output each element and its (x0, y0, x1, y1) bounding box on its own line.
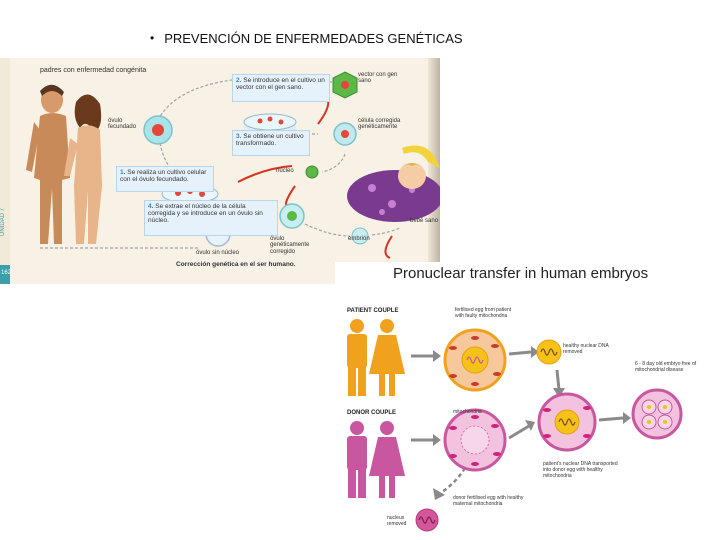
arrow-nucleus-to-donor-egg (555, 369, 561, 391)
healthy-baby-label: bebé sano (410, 218, 439, 224)
step3-box: 3. Se obtiene un cultivo transformado. (232, 130, 310, 156)
arrow-egg-to-culture (157, 79, 233, 121)
step2-number: 2. (236, 77, 242, 84)
nucleus-label: núcleo (276, 168, 294, 174)
removed-nucleus (415, 508, 439, 532)
red-arrow-2 (285, 185, 296, 208)
page-sidebar (0, 58, 10, 284)
genetic-correction-figure: UNIDAD 7 162 (0, 58, 440, 284)
healthy-nucleus (536, 339, 562, 365)
embryo (631, 388, 683, 440)
book-gutter (428, 58, 440, 284)
donor-couple-icon (347, 421, 405, 498)
patient-couple-label: PATIENT COUPLE (347, 308, 399, 314)
patient-egg-label: fertilised egg from patient with faulty … (455, 307, 512, 319)
title-text: PREVENCIÓN DE ENFERMEDADES GENÉTICAS (164, 30, 463, 46)
donor-egg-label: donor fertilised egg with healthy matern… (453, 495, 524, 507)
patient-egg (443, 328, 507, 392)
fertilized-egg-nucleus (152, 124, 164, 136)
nucleus-removed-label: nucleus removed (387, 515, 407, 527)
embryo-label-right: 6 - 8 day old embryo free of mitochondri… (635, 361, 697, 373)
arrow-donor-egg-to-transfer (508, 424, 530, 440)
red-arrow-3 (317, 99, 330, 125)
corrected-cell-label: célula corregida genéticamente (358, 118, 401, 131)
dashed-arrow-nucleus-removed (438, 467, 467, 496)
fertilized-egg-label: óvulo fecundado (108, 118, 137, 131)
pronuclear-transfer-figure: Pronuclear transfer in human embryos (335, 262, 720, 540)
arrow-cell-to-nucleus (321, 153, 346, 173)
parents-label: padres con enfermedad congénita (40, 67, 147, 74)
mitochondria-label: mitochondria (453, 409, 482, 415)
couple-illustration (26, 84, 102, 244)
figure2-title: Pronuclear transfer in human embryos (393, 265, 649, 282)
red-arrow-4 (384, 235, 393, 259)
step3-number: 3. (236, 133, 242, 140)
step1-box: 1. Se realiza un cultivo celular con el … (116, 166, 214, 192)
step2-text: Se introduce en el cultivo un vector con… (236, 77, 325, 91)
step3-text: Se obtiene un cultivo transformado. (236, 133, 304, 147)
red-arrow-1 (237, 165, 293, 183)
arrow-to-baby (371, 227, 401, 236)
step2-box: 2. Se introduce en el cultivo un vector … (232, 74, 330, 102)
arrow-to-embryo (598, 416, 624, 422)
donor-egg (443, 408, 507, 472)
baby-illustration (347, 145, 440, 222)
enucleated-egg-label: óvulo sin núcleo (196, 250, 240, 256)
figure1-caption: Corrección genética en el ser humano. (176, 261, 296, 268)
vector-gene (341, 81, 349, 89)
bullet-icon: • (150, 31, 155, 45)
extracted-nucleus (305, 165, 319, 179)
step1-text: Se realiza un cultivo celular con el óvu… (120, 169, 207, 183)
page-number: 162 (1, 270, 12, 276)
step4-box: 4. Se extrae el núcleo de la célula corr… (144, 200, 278, 236)
arrow-egg-to-nucleus (508, 350, 532, 356)
slide-title: • PREVENCIÓN DE ENFERMEDADES GENÉTICAS (150, 26, 570, 50)
patient-couple-icon (347, 319, 405, 396)
corrected-egg-label: óvulo genéticamente corregido (270, 236, 310, 255)
vector-label: vector con gen sano (358, 72, 398, 85)
arrow-to-embryo (304, 223, 351, 237)
healthy-nuclear-label: healthy nuclear DNA removed (563, 343, 609, 355)
step1-number: 1. (120, 169, 126, 176)
step4-text: Se extrae el núcleo de la célula corregi… (148, 203, 263, 224)
embryo-label: embrión (348, 236, 370, 242)
reconstructed-egg (537, 392, 597, 452)
transferred-label: patient's nuclear DNA transported into d… (543, 461, 618, 479)
step4-number: 4. (148, 203, 154, 210)
donor-couple-label: DONOR COUPLE (347, 410, 397, 416)
figure2-graphics (347, 319, 683, 532)
page-number-bar (0, 265, 10, 284)
embryo-cell (351, 227, 369, 245)
